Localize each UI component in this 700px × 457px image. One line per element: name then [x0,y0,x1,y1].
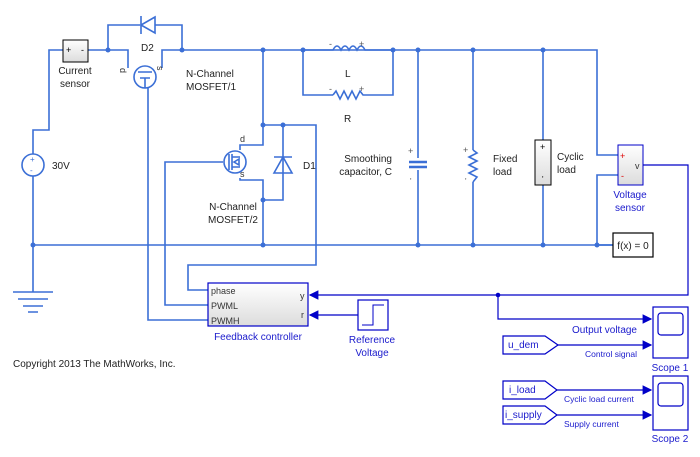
goto-i-supply[interactable]: i_supply [502,405,558,425]
signal-label: Cyclic load current [564,394,635,404]
mosfet-2[interactable]: d s N-Channel MOSFET/2 [208,134,258,226]
label: load [493,167,512,178]
feedback-controller[interactable]: phase PWML PWMH y r Feedback controller [207,282,309,343]
signal-label: Control signal [585,349,637,359]
label: Scope 1 [652,363,689,374]
label: i_load [509,385,536,396]
scope-1[interactable]: Scope 1 [652,306,689,374]
svg-text:': ' [410,177,412,186]
port: y [300,291,305,301]
label: load [557,165,576,176]
resistor-r[interactable]: - + R [329,84,365,125]
svg-text:+: + [66,45,71,55]
voltage-sensor[interactable]: + - v Voltage sensor [613,144,647,214]
svg-text:+: + [408,146,413,156]
diode-d2[interactable]: D2 [139,15,156,54]
inductor-l[interactable]: - + L [303,39,393,80]
label: MOSFET/1 [186,82,236,93]
cyclic-load[interactable]: + ' Cyclic load [534,139,584,186]
reference-voltage-step[interactable]: Reference Voltage [349,299,396,359]
port: r [301,310,304,320]
port: v [635,161,640,171]
label: i_supply [505,410,542,421]
port: d [240,134,245,144]
svg-text:-: - [621,171,624,181]
svg-text:-: - [329,39,332,49]
signal-lines [308,164,689,420]
label: sensor [60,79,91,90]
dc-voltage-source[interactable]: + - 30V [21,153,70,177]
label: Fixed [493,154,517,165]
svg-text:': ' [542,175,544,184]
label: D1 [303,161,316,172]
signal-label: Supply current [564,419,619,429]
port: PWML [211,301,238,311]
label: N-Channel [209,202,257,213]
svg-text:+: + [30,155,35,164]
fixed-load-resistor[interactable]: + ' Fixed load [463,145,517,186]
svg-text:+: + [463,145,468,155]
physical-wires [32,24,618,321]
port: d [118,68,128,73]
label: D2 [141,43,154,54]
port: s [155,66,165,71]
goto-i-load[interactable]: i_load [502,380,558,400]
svg-text:': ' [465,177,467,186]
label: u_dem [508,340,539,351]
capacitor-c[interactable]: + ' Smoothing capacitor, C [339,146,427,186]
label: Cyclic [557,152,584,163]
svg-text:+: + [359,84,364,94]
signal-label: Output voltage [572,325,637,336]
svg-text:-: - [81,45,84,55]
label: Voltage [355,348,389,359]
ground-icon[interactable] [13,291,53,313]
svg-text:+: + [620,151,625,161]
svg-text:+: + [359,39,364,49]
mosfet-1[interactable]: d s N-Channel MOSFET/1 [118,65,236,93]
junction-dots [30,47,600,248]
label: R [344,114,351,125]
solver-configuration[interactable]: f(x) = 0 [597,232,654,258]
scope-2[interactable]: Scope 2 [652,375,689,445]
label: MOSFET/2 [208,215,258,226]
label: Voltage [613,190,647,201]
svg-text:+: + [540,142,545,152]
label: Smoothing [344,154,392,165]
svg-text:-: - [30,166,33,175]
copyright-text: Copyright 2013 The MathWorks, Inc. [13,359,176,370]
label: Scope 2 [652,434,689,445]
label: Feedback controller [214,332,302,343]
label: f(x) = 0 [617,241,649,252]
goto-u-dem[interactable]: u_dem [502,335,560,355]
label: L [345,69,351,80]
port: phase [211,286,236,296]
label: Current [58,66,92,77]
diode-d1[interactable]: D1 [272,155,316,174]
current-sensor[interactable]: +- Current sensor [58,39,92,90]
label: N-Channel [186,69,234,80]
svg-text:-: - [329,84,332,94]
source-label: 30V [52,161,70,172]
label: Reference [349,335,396,346]
port: PWMH [211,316,240,326]
port: s [240,169,245,179]
label: sensor [615,203,646,214]
label: capacitor, C [339,167,392,178]
